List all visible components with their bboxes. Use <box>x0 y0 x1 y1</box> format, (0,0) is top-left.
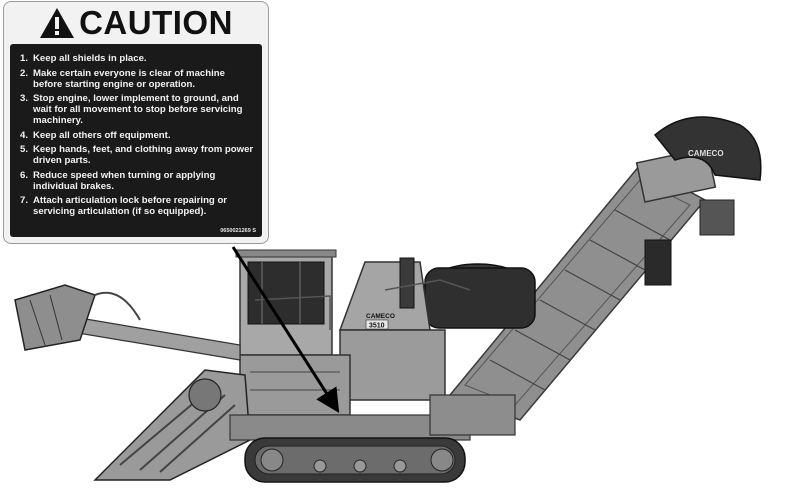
body-brand-text: CAMECO <box>366 313 395 320</box>
rule-number: 6. <box>20 169 29 181</box>
warning-triangle-icon <box>40 7 75 38</box>
rule-item: 7. Attach articulation lock before repair… <box>20 195 256 217</box>
rule-number: 7. <box>20 195 29 206</box>
rule-text: Stop engine, lower implement to ground, … <box>33 93 243 126</box>
rule-number: 1. <box>20 53 29 64</box>
decal-part-number: 0650021269 S <box>220 228 256 234</box>
caution-decal: CAUTION 1. Keep all shields in place. 2. Ma… <box>3 1 269 244</box>
rule-item: 4. Keep all others off equipment. <box>20 130 256 141</box>
primary-extractor <box>422 263 536 329</box>
decal-header: CAUTION <box>4 2 268 43</box>
elevator-brand-text: CAMECO <box>688 149 724 158</box>
operator-cab <box>235 249 351 416</box>
engine-body: CAMECO 3510 <box>338 257 446 401</box>
rule-text: Reduce speed when turning or applying in… <box>33 169 216 192</box>
rule-text: Keep all shields in place. <box>33 53 147 64</box>
rule-number: 5. <box>20 144 29 155</box>
rule-text: Attach articulation lock before repairin… <box>33 195 228 217</box>
rule-item: 1. Keep all shields in place. <box>20 53 256 64</box>
decal-title: CAUTION <box>79 4 233 41</box>
rule-list: 1. Keep all shields in place. 2. Make certa… <box>20 53 256 217</box>
topper-arm <box>14 284 241 361</box>
rule-item: 3. Stop engine, lower implement to ground… <box>20 93 256 126</box>
rule-number: 2. <box>20 67 29 79</box>
decal-body: 1. Keep all shields in place. 2. Make certa… <box>10 44 262 237</box>
rule-text: Keep all others off equipment. <box>33 129 171 141</box>
rule-item: 2. Make certain everyone is clear of mach… <box>20 68 256 90</box>
rule-number: 3. <box>20 93 29 104</box>
rule-item: 5. Keep hands, feet, and clothing away fr… <box>20 144 256 166</box>
rule-item: 6. Reduce speed when turning or applying … <box>20 170 256 192</box>
rule-number: 4. <box>20 129 29 141</box>
track-undercarriage <box>229 394 516 483</box>
model-number-text: 3510 <box>369 323 385 330</box>
rule-text: Make certain everyone is clear of machin… <box>33 67 225 90</box>
rule-text: Keep hands, feet, and clothing away from… <box>33 144 254 166</box>
crop-dividers <box>93 369 251 481</box>
secondary-extractor-hood: CAMECO <box>653 116 762 181</box>
